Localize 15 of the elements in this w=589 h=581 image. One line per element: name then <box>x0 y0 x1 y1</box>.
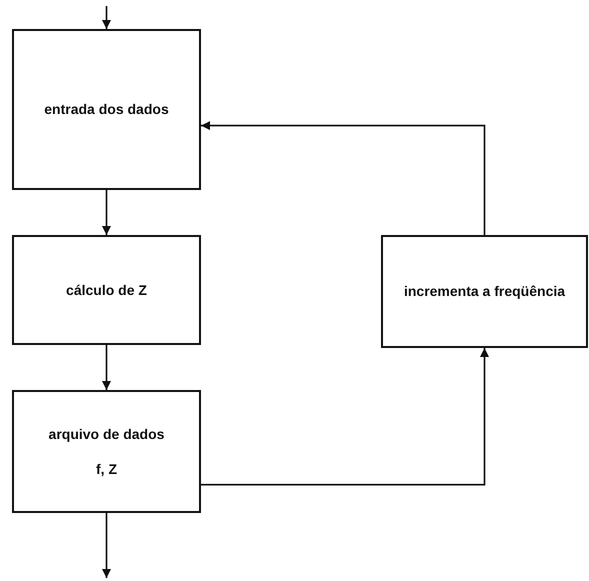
arrow <box>201 348 489 486</box>
box-label: f, Z <box>96 460 117 478</box>
arrow <box>102 345 111 390</box>
process-box <box>12 235 201 345</box>
arrow <box>102 190 111 235</box>
arrow <box>102 513 111 578</box>
arrow <box>102 6 111 29</box>
arrow <box>201 121 486 235</box>
process-box <box>12 29 201 190</box>
box-label: arquivo de dados <box>48 424 164 444</box>
process-box <box>12 390 201 513</box>
box-label: entrada dos dados <box>44 100 169 119</box>
box-label: cálculo de Z <box>66 280 147 300</box>
box-label: incrementa a freqüência <box>404 282 566 301</box>
process-box <box>381 235 588 348</box>
